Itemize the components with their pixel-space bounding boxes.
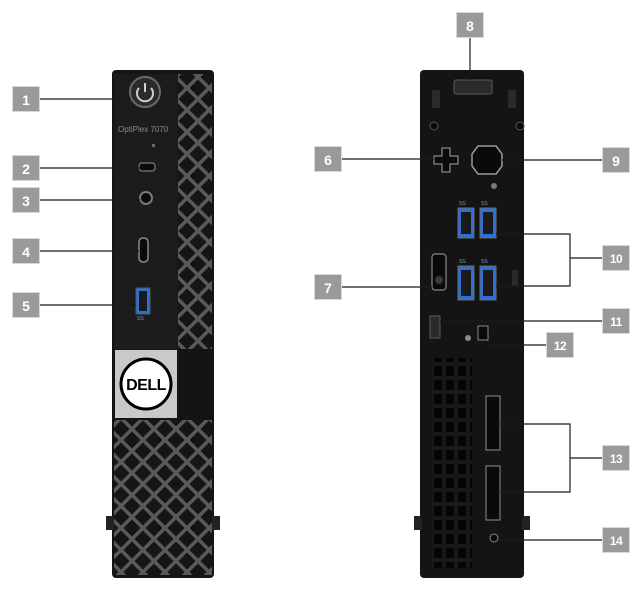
rear-chassis: SS SS SS SS (414, 70, 530, 578)
optional-port-icon (471, 145, 503, 175)
callout-5: 5 (12, 292, 40, 318)
port-7-icon (431, 253, 447, 291)
callout-11: 11 (602, 308, 630, 334)
callout-8: 8 (456, 12, 484, 38)
front-mesh-lower (114, 420, 212, 575)
rear-usb-text-2: SS (481, 201, 488, 207)
front-foot-right (212, 516, 220, 530)
callout-13: 13 (602, 445, 630, 471)
usb-c-port-icon (138, 237, 149, 263)
callout-7: 7 (314, 274, 342, 300)
port-3-icon (139, 191, 153, 205)
rear-vent-grille (432, 358, 472, 568)
rear-usb-text-3: SS (459, 259, 466, 265)
rear-usb-text-1: SS (459, 201, 466, 207)
model-text: OptiPlex 7070 (118, 125, 169, 134)
port-11-icon (429, 315, 441, 339)
callout-9: 9 (602, 147, 630, 173)
rear-foot-right (522, 516, 530, 530)
callout-6: 6 (314, 146, 342, 172)
leader-lines (40, 38, 602, 541)
rear-usb-ports: SS SS SS SS (457, 201, 497, 301)
port-12-icon (477, 325, 489, 341)
display-port-2-icon (485, 465, 501, 521)
callout-14: 14 (602, 527, 630, 553)
callout-2: 2 (12, 155, 40, 181)
callout-3: 3 (12, 187, 40, 213)
front-foot-left (106, 516, 114, 530)
front-mesh-upper (178, 74, 212, 349)
callout-10: 10 (602, 245, 630, 271)
rear-usb-text-4: SS (481, 259, 488, 265)
display-port-1-icon (485, 395, 501, 451)
callout-1: 1 (12, 86, 40, 112)
leader-13 (500, 423, 602, 493)
dell-logo-text: DELL (126, 377, 167, 394)
padlock-ring-icon (453, 79, 493, 95)
callout-4: 4 (12, 238, 40, 264)
power-connector-icon (433, 147, 459, 173)
leader-10 (496, 233, 602, 287)
callout-12: 12 (546, 332, 574, 358)
port-2-icon (138, 162, 156, 172)
dell-logo-icon (119, 357, 173, 411)
front-chassis: OptiPlex 7070 SS DELL (106, 70, 220, 578)
port-14-icon (489, 533, 499, 543)
front-usb-text: SS (137, 316, 144, 322)
rear-foot-left (414, 516, 422, 530)
